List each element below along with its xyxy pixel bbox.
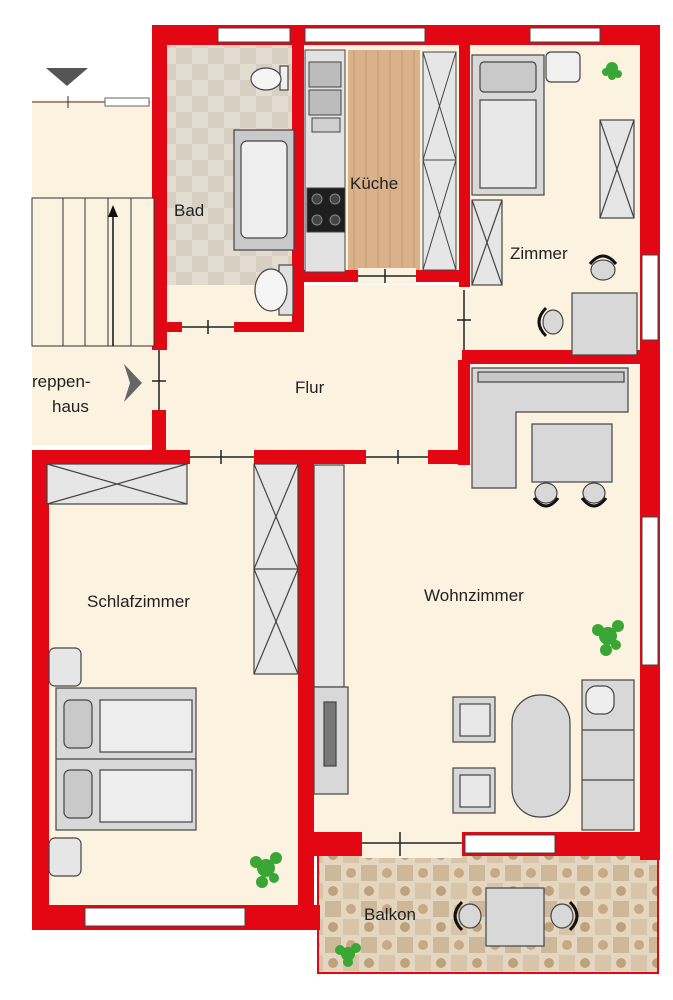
stove-icon [306,187,346,233]
window-zimmer-right [641,254,659,341]
window-zimmer-top [529,27,601,43]
room-label-bad: Bad [174,201,204,220]
chair-icon [588,254,618,281]
door-lines [152,269,471,856]
entrance-arrow-icon [124,364,142,402]
plant-icon [250,852,282,888]
bedroom-furniture [46,463,299,877]
windows [84,27,659,927]
nightstand-1 [48,647,82,687]
wall-bath-right [292,25,304,330]
window-balcony-door [464,834,556,854]
kitchen-fixtures [304,49,457,273]
dining-table [531,423,613,483]
toilet-icon [250,65,289,91]
balcony-table [485,887,545,947]
nightstand-2 [48,837,82,877]
room-label-balkon: Balkon [364,905,416,924]
living-furniture [313,367,635,831]
chair-icon [532,482,560,508]
staircase-arrow-icon [108,205,118,217]
window-bedroom [84,907,246,927]
window-bath [217,27,291,43]
plant-icon [602,62,622,80]
room-label-zimmer: Zimmer [510,244,568,263]
plant-icon [592,620,624,656]
room-label-treppenhaus-2: haus [52,397,89,416]
chair-icon [453,900,482,932]
zimmer-furniture [471,51,638,356]
wall-bath-left [152,25,167,350]
staircase [31,68,155,347]
room-label-flur: Flur [295,378,325,397]
balcony-furniture [453,887,579,947]
door-balcony [362,830,462,858]
bath-fixtures [233,65,295,316]
coffee-table [511,694,571,818]
wall-kitchen-zimmer [459,25,470,287]
wall-bedroom-living [298,450,314,930]
room-label-treppenhaus-1: reppen- [32,372,91,391]
wall-stair-lower [152,410,166,460]
zimmer-desk [571,292,638,356]
wall-right [640,25,660,860]
window-kitchen [304,27,426,43]
kueche-wood-floor [348,50,420,270]
corner-bench [471,367,629,489]
living-cabinet [313,464,345,688]
chair-icon [550,900,579,932]
window-living-right [641,516,659,666]
wall-flur-right [458,360,470,465]
wall-left [32,450,49,930]
sink-icon [254,264,294,316]
stair-down-arrow-icon [46,68,88,86]
chair-icon [580,482,608,508]
room-label-wohnzimmer: Wohnzimmer [424,586,524,605]
plant-icon [335,943,361,967]
chair-icon [537,306,564,338]
room-label-kueche: Küche [350,174,398,193]
room-label-schlafzimmer: Schlafzimmer [87,592,190,611]
kitchen-cabinet [422,51,457,271]
